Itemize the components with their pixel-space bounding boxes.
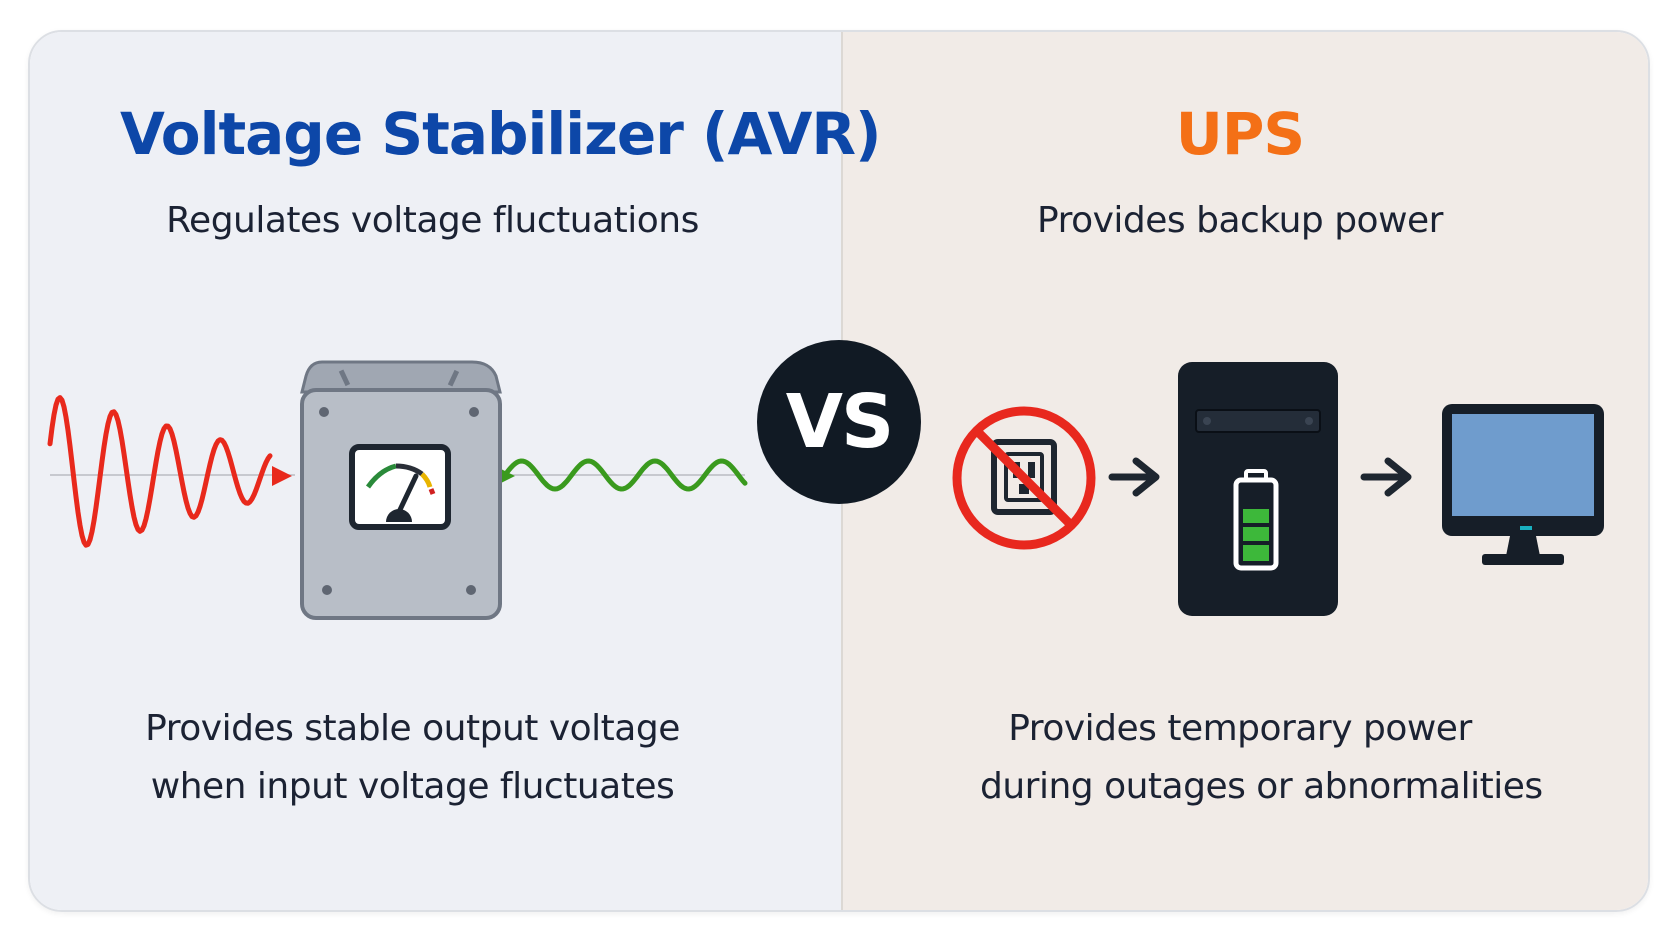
- avr-subtitle: Regulates voltage fluctuations: [166, 200, 699, 241]
- arrow-right-icon: [1108, 457, 1160, 497]
- arrow-right-icon: [272, 466, 292, 486]
- ups-description-line-2: during outages or abnormalities: [980, 766, 1543, 807]
- voltage-stabilizer-box-icon: [300, 360, 502, 620]
- arrow-right-icon: [1360, 457, 1412, 497]
- ups-unit-icon: [1178, 362, 1338, 616]
- ups-subtitle: Provides backup power: [1037, 200, 1443, 241]
- monitor-icon: [1442, 404, 1604, 565]
- no-power-outlet-icon: [952, 406, 1096, 550]
- avr-description-line-2: when input voltage fluctuates: [150, 766, 675, 807]
- input-wave: [47, 395, 295, 548]
- avr-description: Provides stable output voltage when inpu…: [100, 700, 725, 816]
- vs-badge: VS: [757, 340, 921, 504]
- avr-description-line-1: Provides stable output voltage: [145, 708, 680, 749]
- ups-description-line-1: Provides temporary power: [1008, 708, 1472, 749]
- comparison-card: [28, 30, 1650, 912]
- battery-icon: [1233, 469, 1279, 571]
- output-wave: [495, 458, 748, 492]
- ups-title: UPS: [1175, 100, 1305, 168]
- voltmeter-gauge-icon: [349, 444, 451, 530]
- ups-description: Provides temporary power during outages …: [980, 700, 1543, 816]
